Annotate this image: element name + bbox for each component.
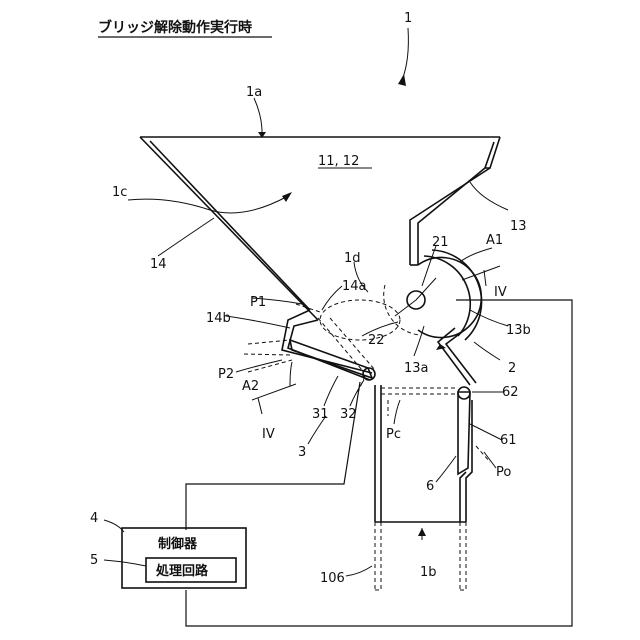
label-Po: Po xyxy=(496,465,511,480)
label-P1: P1 xyxy=(250,295,266,310)
label-62: 62 xyxy=(502,385,519,400)
label-21: 21 xyxy=(432,235,449,250)
label-13b: 13b xyxy=(506,323,531,338)
label-1a: 1a xyxy=(246,85,262,100)
figure-title: ブリッジ解除動作実行時 xyxy=(98,19,252,36)
hopper-body xyxy=(140,137,500,522)
label-6: 6 xyxy=(426,479,434,494)
label-1b: 1b xyxy=(420,565,437,580)
label-IV-bottom: IV xyxy=(262,427,275,442)
label-61: 61 xyxy=(500,433,517,448)
leader-lines xyxy=(104,28,508,576)
label-1d: 1d xyxy=(344,251,361,266)
shutter-3 xyxy=(290,340,375,380)
label-106: 106 xyxy=(320,571,345,586)
label-A2: A2 xyxy=(242,379,259,394)
label-P2: P2 xyxy=(218,367,234,382)
shutter-6 xyxy=(458,387,470,474)
label-31: 31 xyxy=(312,407,329,422)
label-Pc: Pc xyxy=(386,427,401,442)
label-13a: 13a xyxy=(404,361,429,376)
label-14b: 14b xyxy=(206,311,231,326)
label-1: 1 xyxy=(404,11,412,26)
label-5: 5 xyxy=(90,553,98,568)
processor-label: 処理回路 xyxy=(155,563,209,579)
label-4: 4 xyxy=(90,511,98,526)
label-1c: 1c xyxy=(112,185,127,200)
label-22: 22 xyxy=(368,333,385,348)
label-IV-top: IV xyxy=(494,285,507,300)
label-11-12: 11, 12 xyxy=(318,154,359,169)
label-32: 32 xyxy=(340,407,357,422)
drum-2 xyxy=(384,250,482,340)
label-13: 13 xyxy=(510,219,527,234)
dashed-rays xyxy=(244,304,490,590)
label-3: 3 xyxy=(298,445,306,460)
wiring xyxy=(186,300,572,626)
label-A1: A1 xyxy=(486,233,503,248)
label-14: 14 xyxy=(150,257,167,272)
label-2: 2 xyxy=(508,361,516,376)
arrows xyxy=(258,74,446,536)
controller-label: 制御器 xyxy=(158,536,198,552)
label-14a: 14a xyxy=(342,279,367,294)
